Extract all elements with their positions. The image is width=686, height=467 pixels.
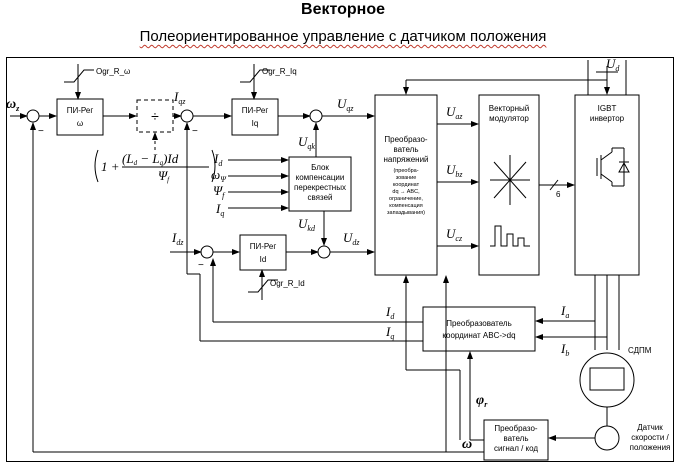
limit-icon-speed [64,64,94,100]
sum-uq [309,109,323,123]
sigconv-label-2: ватель [503,434,528,443]
comp-omega-label: ωΨ [211,167,227,184]
comp-label-4: связей [308,193,333,202]
pwm-count-label: 6 [556,190,561,199]
pi-id-block [239,234,287,271]
igbt-icon [596,147,630,187]
omega-ref-label: ωz [6,97,20,113]
pi-speed-label-2: ω [77,119,83,128]
pwm-pulses-icon [490,225,530,247]
ubz-label: Ubz [446,162,463,179]
inverter-label-1: IGBT [598,104,617,113]
phi-label: φr [476,393,488,409]
vconv-label-2: ватель [393,145,418,154]
sum-iq [180,109,194,123]
position-sensor [594,425,620,451]
ia-label: Ia [560,303,569,320]
uaz-label: Uaz [446,104,463,121]
ud-label: Ud [606,56,620,73]
pi-id-label-1: ПИ-Рег [250,242,277,251]
svg-text:−: − [38,126,44,137]
pi-iq-label-2: Iq [252,119,259,128]
page-title: Векторное [301,1,385,18]
udk-label: Ukd [298,216,316,233]
coordconv-label-2: координат ABC->dq [442,331,515,340]
sensor-label-3: положения [630,443,671,452]
vector-modulator-block [478,94,540,276]
divider-symbol: ÷ [151,108,159,124]
vconv-note-3: координат [393,182,420,188]
vconv-note-5: ограничение, [389,196,423,202]
limit-label-id: Ogr_R_Id [270,279,305,288]
sum-id [200,245,214,259]
sum-signs: − − − [38,126,204,271]
vector-star-icon [490,155,530,205]
sigconv-label-1: Преобразо- [494,424,538,433]
fb-iq-label: Iq [385,324,394,341]
fb-id-label: Id [385,304,395,321]
comp-label-2: компенсации [296,173,345,182]
diagram-frame [6,57,674,462]
igbt-inverter-block [574,94,640,276]
block-labels: ПИ-Рег ω ÷ ПИ-Рег Iq ПИ-Рег Id Блок комп… [67,104,671,453]
vconv-label-3: напряжений [383,155,428,164]
idz-label: Idz [171,230,184,247]
comp-iq-label: Iq [215,201,224,218]
limit-label-speed: Ogr_R_ω [96,67,130,76]
vconv-note-6: компенсация [389,203,422,209]
vconv-note-1: (преобра- [393,168,418,174]
sensor-label-1: Датчик [637,423,663,432]
coord-converter-block [422,306,536,352]
compensation-block [288,156,352,212]
signal-labels: ωz Iqz Uqz Uqk Ukd Udz Idz Uaz Ubz Ucz U… [6,56,620,452]
pi-speed-label-1: ПИ-Рег [67,106,94,115]
pi-iq-label-1: ПИ-Рег [242,106,269,115]
limit-label-iq: Ogr_R_Iq [262,67,297,76]
vconv-note-7: запаздывания) [387,210,425,216]
uqk-label: Uqk [298,134,315,151]
limit-icon-id [248,269,278,300]
iqz-label: Iqz [173,89,186,106]
sigconv-label-3: сигнал / код [494,444,538,453]
comp-psi-label: Ψf [213,183,226,200]
sum-ud [317,245,331,259]
comp-label-1: Блок [311,163,329,172]
uqz-label: Uqz [337,96,354,113]
limit-icon-iq [240,64,270,100]
modulator-label-2: модулятор [489,114,529,123]
voltage-converter-block [374,94,438,276]
signal-converter-block [483,419,549,461]
motor-label: СДПМ [628,346,652,355]
svg-text:Ψf: Ψf [158,168,170,184]
pi-iq-block [231,98,279,136]
page-subtitle: Полеориентированное управление с датчико… [139,28,547,45]
ucz-label: Ucz [446,226,463,243]
pi-id-label-2: Id [260,255,267,264]
svg-text:−: − [192,126,198,137]
ib-label: Ib [560,341,569,358]
modulator-label-1: Векторный [489,104,529,113]
vconv-note-2: зование [396,175,417,181]
udz-label: Udz [343,230,360,247]
pi-speed-block [56,98,104,136]
svg-text:(Ld − Lq)Id: (Ld − Lq)Id [122,151,179,167]
svg-text:1 +: 1 + [101,159,120,174]
comp-label-3: перекрестных [294,183,346,192]
svg-text:−: − [198,260,204,271]
motor-rotor [589,367,625,391]
vconv-label-1: Преобразо- [384,135,428,144]
sensor-label-2: скорости / [631,433,669,442]
vconv-note-4: dq → ABC, [392,189,420,195]
decoupling-formula: 1 + (Ld − Lq)Id Ψf [94,149,216,184]
omega-fb-label: ω [462,437,472,452]
coordconv-label-1: Преобразователь [446,319,512,328]
sum-speed [26,109,40,123]
comp-id-label: Id [213,151,223,168]
inverter-label-2: инвертор [590,114,625,123]
